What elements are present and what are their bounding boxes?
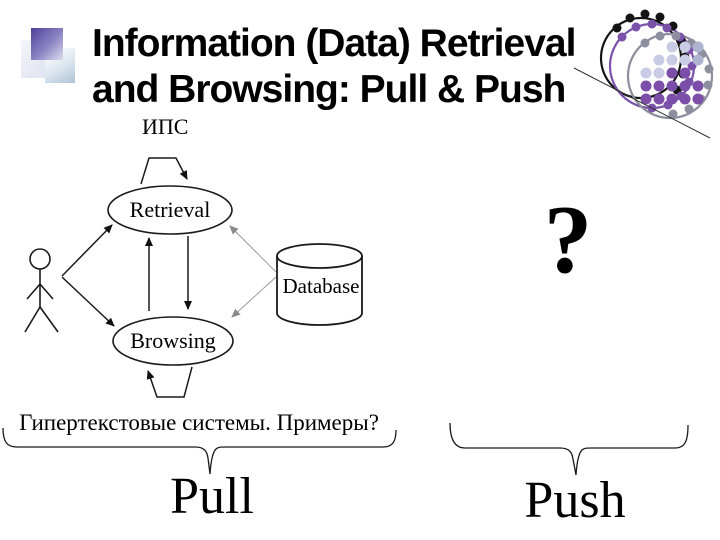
stick-figure-icon: [24, 248, 59, 333]
retrieval-node: [107, 185, 233, 235]
page-title: Information (Data) Retrieval and Browsin…: [92, 21, 612, 113]
hypertext-systems-note: Гипертекстовые системы. Примеры?: [19, 410, 379, 435]
purple-square-icon: [31, 28, 63, 60]
user-to-browsing-arrow: [61, 276, 115, 327]
gray-ring-icon: [626, 32, 714, 120]
database-node-label: Database: [282, 274, 360, 298]
database-to-browsing-arrow: [231, 276, 277, 318]
browsing-node-label: Browsing: [130, 328, 216, 353]
push-label: Push: [524, 472, 626, 529]
database-cylinder: [276, 243, 363, 326]
retrieval-self-loop: [140, 157, 188, 185]
title-line-2: and Browsing: Pull & Push: [92, 68, 566, 111]
user-to-retrieval-arrow: [61, 224, 113, 277]
push-brace: [449, 422, 689, 476]
database-to-retrieval-arrow: [229, 225, 277, 273]
pull-label: Pull: [170, 468, 254, 525]
ips-label: ИПС: [142, 114, 189, 139]
pull-brace: [2, 427, 397, 475]
browsing-node: [112, 316, 234, 366]
dot-grid: [640, 41, 704, 105]
question-mark: ?: [543, 186, 593, 293]
retrieval-node-label: Retrieval: [129, 197, 211, 222]
diagonal-decor-line: [573, 67, 711, 139]
title-line-1: Information (Data) Retrieval: [92, 22, 576, 65]
browsing-self-loop: [146, 366, 193, 398]
